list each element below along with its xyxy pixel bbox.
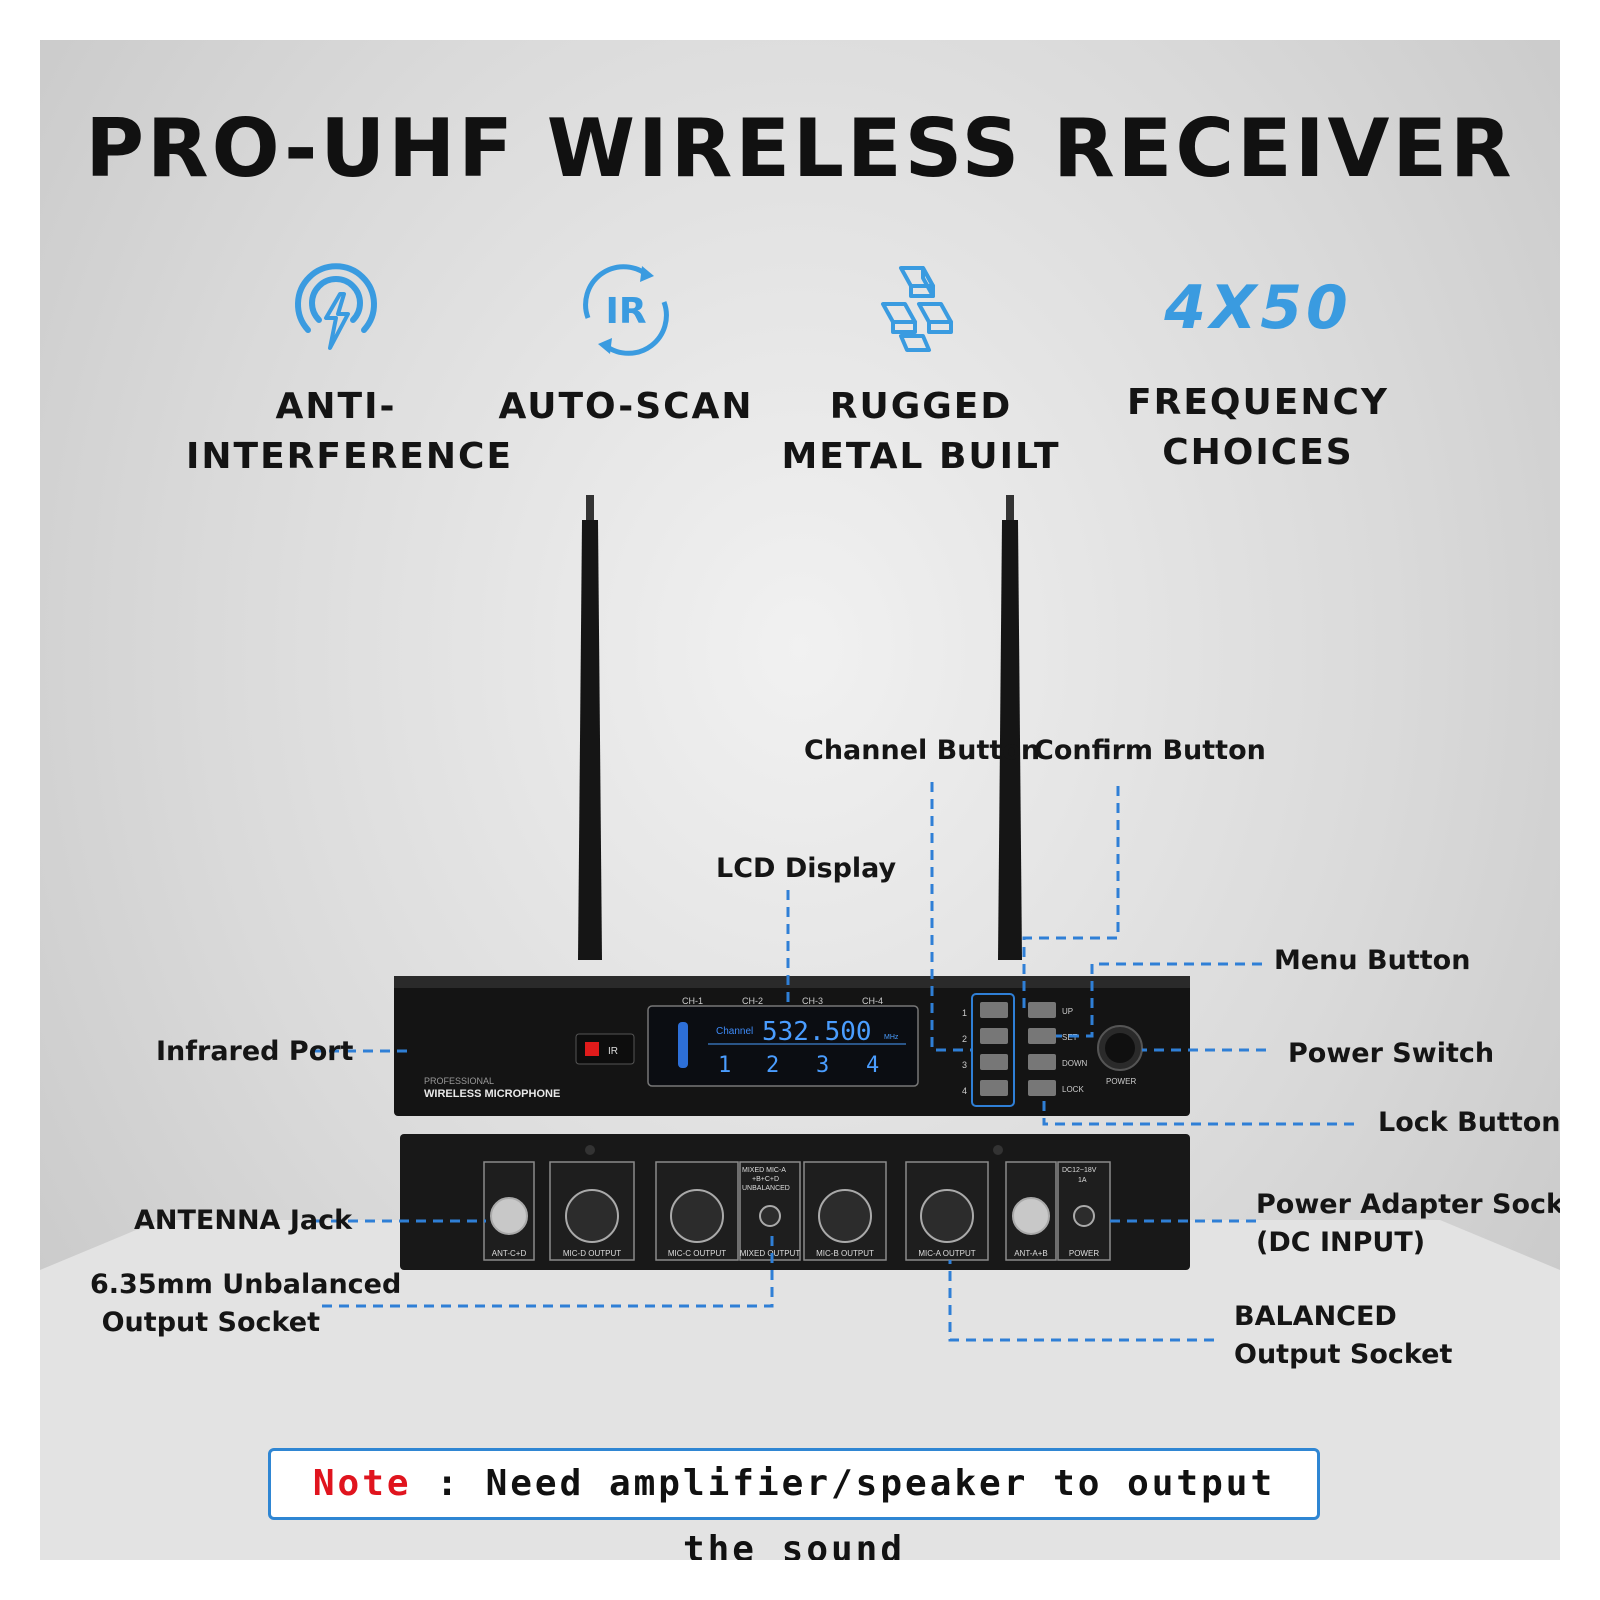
svg-text:2: 2 [962,1034,967,1044]
mixed-label-3: UNBALANCED [742,1185,790,1192]
lcd-unit: MHz [884,1034,899,1041]
rear-port-label: MIC-B OUTPUT [816,1249,874,1258]
lcd-digit-3: 3 [816,1053,829,1078]
channel-button-1[interactable] [980,1002,1008,1018]
confirm-button-callout: Confirm Button [1034,735,1266,766]
note-text: : Need amplifier/speaker to output the s… [411,1463,1276,1560]
balanced-output-callout: BALANCED Output Socket [1234,1301,1453,1370]
feature-label-line1: RUGGED [829,386,1013,427]
rear-port-xlr[interactable] [905,1161,989,1261]
ir-port-label: IR [608,1046,618,1057]
mixed-label-1: MIXED MIC-A [742,1167,786,1174]
product-infographic: PRO-UHF WIRELESS RECEIVER ANTI- INTERFER… [40,40,1560,1560]
rear-port-connector [759,1205,781,1227]
lock-button-callout: Lock Button [1378,1107,1560,1138]
lcd-digit-4: 4 [866,1053,879,1078]
menu-button-callout: Menu Button [1274,945,1471,976]
frequency-count: 4X50 [1164,273,1352,343]
svg-text:UP: UP [1062,1007,1073,1016]
svg-text:3: 3 [962,1060,967,1070]
anti-interference-icon [295,263,377,350]
lcd-digit-1: 1 [718,1053,731,1078]
power-adapter-callout: Power Adapter Socket (DC INPUT) [1256,1189,1560,1258]
note-banner: Note : Need amplifier/speaker to output … [268,1448,1320,1560]
lcd-display [647,1005,919,1087]
feature-label-line1: AUTO-SCAN [498,386,754,427]
rear-port-label: MIC-C OUTPUT [668,1249,726,1258]
ir-scan-icon: IR [583,264,669,356]
feature-label-line1: FREQUENCY [1127,382,1389,423]
mixed-label-2: +B+C+D [752,1176,779,1183]
channel-button-callout: Channel Button [804,735,1041,766]
infrared-port-window [575,1033,635,1065]
lcd-channel-label: Channel [716,1026,753,1037]
svg-text:1: 1 [962,1008,967,1018]
rear-port-label: ANT-C+D [492,1249,527,1258]
antenna-jack-callout: ANTENNA Jack [134,1205,353,1236]
antenna-left [578,495,602,960]
rear-port-connector [490,1197,528,1235]
brand-small-text: PROFESSIONAL [424,1076,494,1086]
channel-button-2[interactable] [980,1028,1008,1044]
callout-lines [312,782,1354,1342]
feature-label-line2: METAL BUILT [781,436,1061,477]
rear-port-connector [1012,1197,1050,1235]
feature-rugged-metal: RUGGED METAL BUILT [771,260,1071,482]
power-label: POWER [1106,1077,1136,1086]
feature-label-line1: ANTI- [275,386,397,427]
channel-label-ch4: CH-4 [862,996,883,1006]
lock-button[interactable] [1028,1080,1056,1096]
rear-port-label: MIXED OUTPUT [740,1249,801,1258]
channel-label-ch2: CH-2 [742,996,763,1006]
feature-label-line2: CHOICES [1162,432,1354,473]
channel-button-4[interactable] [980,1080,1008,1096]
channel-label-ch1: CH-1 [682,996,703,1006]
feature-label-line2: INTERFERENCE [186,436,514,477]
lcd-level-bar [678,1022,688,1068]
brand-text: WIRELESS MICROPHONE [424,1088,560,1100]
svg-text:4: 4 [962,1086,967,1096]
set-button[interactable] [1028,1028,1056,1044]
unbalanced-output-callout: 6.35mm Unbalanced Output Socket [90,1269,402,1338]
receiver-front-panel: PROFESSIONAL WIRELESS MICROPHONE IR CH-1… [394,976,1190,1116]
dc-spec-label-1: DC12~18V [1062,1167,1097,1174]
up-button[interactable] [1028,1002,1056,1018]
feature-frequency-choices: 4X50 FREQUENCY CHOICES [1108,260,1408,478]
rear-port-label: POWER [1069,1249,1099,1258]
rear-port-connector [670,1189,724,1243]
rear-port-connector [818,1189,872,1243]
svg-text:LOCK: LOCK [1062,1085,1084,1094]
page-title: PRO-UHF WIRELESS RECEIVER [85,102,1515,195]
antenna-right [998,495,1022,960]
infrared-port-callout: Infrared Port [156,1036,354,1067]
channel-button-3[interactable] [980,1054,1008,1070]
rear-port-connector [920,1189,974,1243]
metal-bars-icon [881,266,953,352]
rear-port-label: MIC-A OUTPUT [918,1249,975,1258]
channel-label-ch3: CH-3 [802,996,823,1006]
svg-text:DOWN: DOWN [1062,1059,1088,1068]
rear-port-connector [1073,1205,1095,1227]
feature-anti-interference: ANTI- INTERFERENCE [186,260,514,482]
lcd-digit-2: 2 [766,1053,779,1078]
ir-icon-text: IR [605,291,646,332]
power-switch-callout: Power Switch [1288,1038,1495,1069]
lcd-display-callout: LCD Display [716,853,897,884]
rear-port-connector [565,1189,619,1243]
infrared-led [585,1042,599,1056]
down-button[interactable] [1028,1054,1056,1070]
receiver-rear-panel: ANT-C+D MIC-D OUTPUT MIC-C OUTPUT MIXED OUT… [400,1134,1190,1270]
rear-port-label: ANT-A+B [1014,1249,1048,1258]
note-label: Note [312,1463,412,1504]
dc-spec-label-2: 1A [1078,1177,1087,1184]
lcd-frequency: 532.500 [762,1017,872,1047]
feature-auto-scan: IR AUTO-SCAN [476,260,776,432]
rear-port-label: MIC-D OUTPUT [563,1249,621,1258]
